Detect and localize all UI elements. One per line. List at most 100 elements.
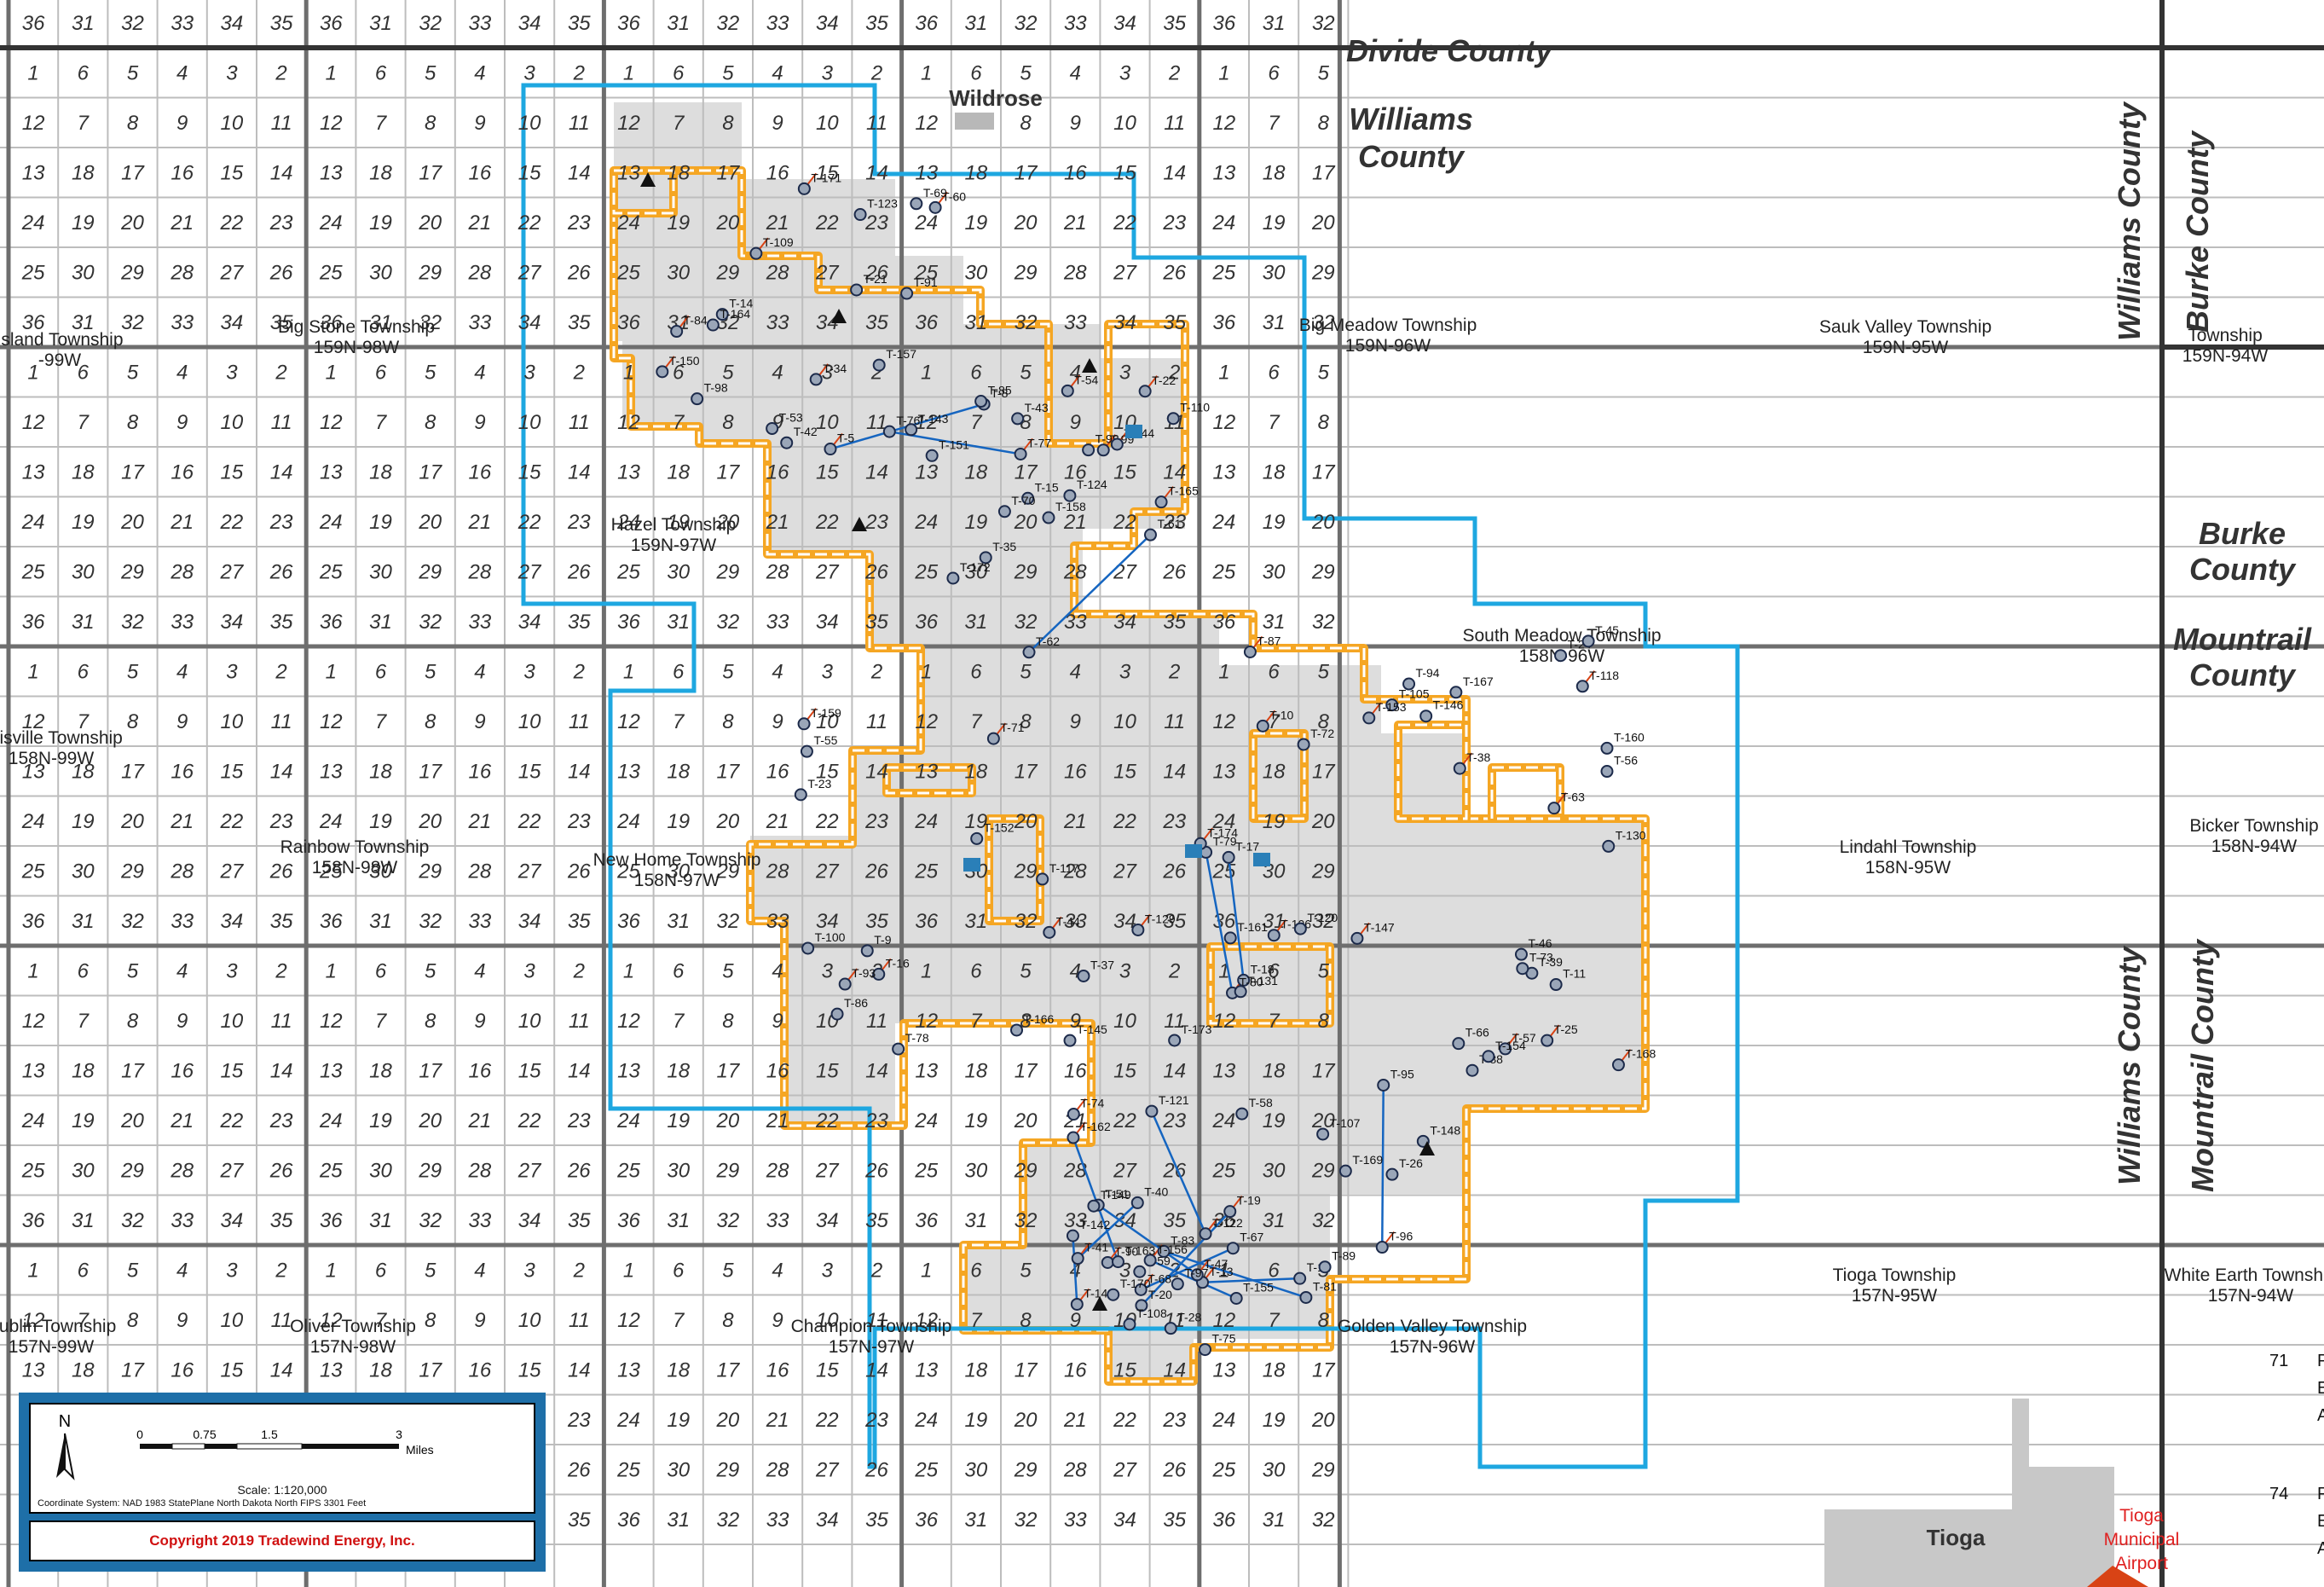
substation-icon [1185, 844, 1202, 858]
section-number: 16 [1064, 1358, 1087, 1381]
turbine-label: T-35 [992, 540, 1016, 553]
section-number: 23 [864, 1409, 888, 1432]
township-label-name: Big Stone Township [278, 317, 435, 337]
turbine-marker [1070, 1297, 1084, 1311]
turbine-label: T-170 [1120, 1277, 1151, 1290]
section-number: 22 [1113, 1409, 1136, 1432]
section-number: 1 [1218, 660, 1229, 683]
section-number: 30 [667, 1458, 690, 1481]
section-number: 21 [170, 211, 194, 235]
section-number: 4 [772, 660, 783, 683]
turbine-label: T-17 [1235, 839, 1259, 853]
section-number: 23 [269, 1109, 293, 1132]
section-number: 3 [226, 959, 238, 982]
section-number: 32 [121, 12, 144, 35]
turbine-marker [1111, 1255, 1124, 1269]
section-number: 7 [673, 1010, 685, 1033]
section-number: 5 [127, 959, 139, 982]
section-number: 27 [220, 1159, 245, 1182]
turbine-marker [1385, 698, 1399, 712]
turbine-label: T-37 [1090, 958, 1114, 971]
section-number: 25 [21, 261, 45, 284]
township-label-name: Ellisville Township [0, 728, 123, 748]
section-number: 29 [1014, 1458, 1038, 1481]
section-number: 31 [667, 12, 690, 35]
section-number: 7 [673, 710, 685, 733]
section-number: 30 [965, 1458, 988, 1481]
section-number: 25 [21, 1159, 45, 1182]
section-number: 4 [176, 959, 188, 982]
section-number: 17 [1015, 1059, 1038, 1082]
section-number: 27 [517, 860, 542, 883]
county-label: Mountrail [2173, 622, 2312, 657]
turbine-marker [1123, 1318, 1136, 1331]
section-number: 22 [1113, 211, 1136, 235]
turbine-marker [1096, 443, 1110, 457]
section-number: 17 [1312, 1059, 1336, 1082]
section-number: 15 [518, 1059, 541, 1082]
section-number: 8 [1020, 1010, 1032, 1033]
section-number: 22 [815, 1109, 839, 1132]
turbine-label: T-53 [779, 410, 803, 424]
turbine-marker [1133, 1265, 1147, 1278]
section-number: 13 [915, 1059, 938, 1082]
section-number: 17 [1015, 460, 1038, 484]
township-label-name: Rainbow Township [280, 837, 430, 857]
section-number: 7 [78, 1309, 90, 1332]
turbine-marker [1547, 802, 1561, 815]
turbine-label: T-98 [704, 381, 728, 395]
turbine-label: T-100 [815, 930, 846, 944]
section-number: 31 [965, 311, 988, 334]
section-number: 12 [22, 1309, 45, 1332]
section-number: 17 [121, 161, 145, 184]
section-number: 7 [1268, 1010, 1281, 1033]
section-number: 6 [970, 959, 982, 982]
section-number: 35 [568, 311, 591, 334]
turbine-marker [1077, 969, 1090, 982]
turbine-marker [850, 283, 864, 297]
section-number: 3 [822, 61, 834, 84]
section-number: 34 [221, 910, 244, 933]
edge-fragment: E [2317, 1379, 2324, 1398]
section-number: 17 [717, 460, 741, 484]
section-number: 14 [568, 161, 591, 184]
section-number: 21 [1063, 1409, 1087, 1432]
section-number: 35 [568, 910, 591, 933]
section-number: 14 [270, 460, 293, 484]
section-number: 15 [518, 1358, 541, 1381]
turbine-marker [1199, 1227, 1212, 1241]
section-number: 6 [78, 61, 90, 84]
section-number: 8 [1020, 112, 1032, 135]
section-number: 23 [567, 810, 591, 833]
section-number: 14 [270, 760, 293, 783]
county-label: County [1358, 139, 1466, 174]
section-number: 5 [127, 1259, 139, 1282]
section-number: 4 [1070, 61, 1081, 84]
section-number: 2 [870, 660, 882, 683]
section-number: 31 [72, 311, 95, 334]
section-number: 10 [221, 112, 244, 135]
section-number: 28 [170, 1159, 194, 1182]
section-number: 11 [569, 1309, 590, 1332]
section-number: 20 [1311, 511, 1335, 534]
section-number: 18 [965, 161, 988, 184]
township-label-name: South Meadow Township [1462, 626, 1661, 646]
section-number: 16 [171, 1059, 194, 1082]
section-number: 13 [320, 161, 343, 184]
section-number: 36 [22, 611, 45, 634]
section-number: 17 [419, 161, 442, 184]
section-number: 27 [220, 560, 245, 583]
section-number: 11 [866, 710, 887, 733]
section-number: 4 [474, 959, 485, 982]
section-number: 17 [1015, 161, 1038, 184]
county-label: Burke [2199, 516, 2286, 551]
section-number: 33 [171, 910, 194, 933]
section-number: 12 [1213, 710, 1236, 733]
section-number: 32 [717, 1209, 740, 1232]
section-number: 27 [517, 560, 542, 583]
section-number: 9 [176, 1309, 188, 1332]
turbine-marker [1600, 765, 1614, 779]
section-number: 1 [921, 1259, 932, 1282]
section-number: 32 [419, 611, 442, 634]
